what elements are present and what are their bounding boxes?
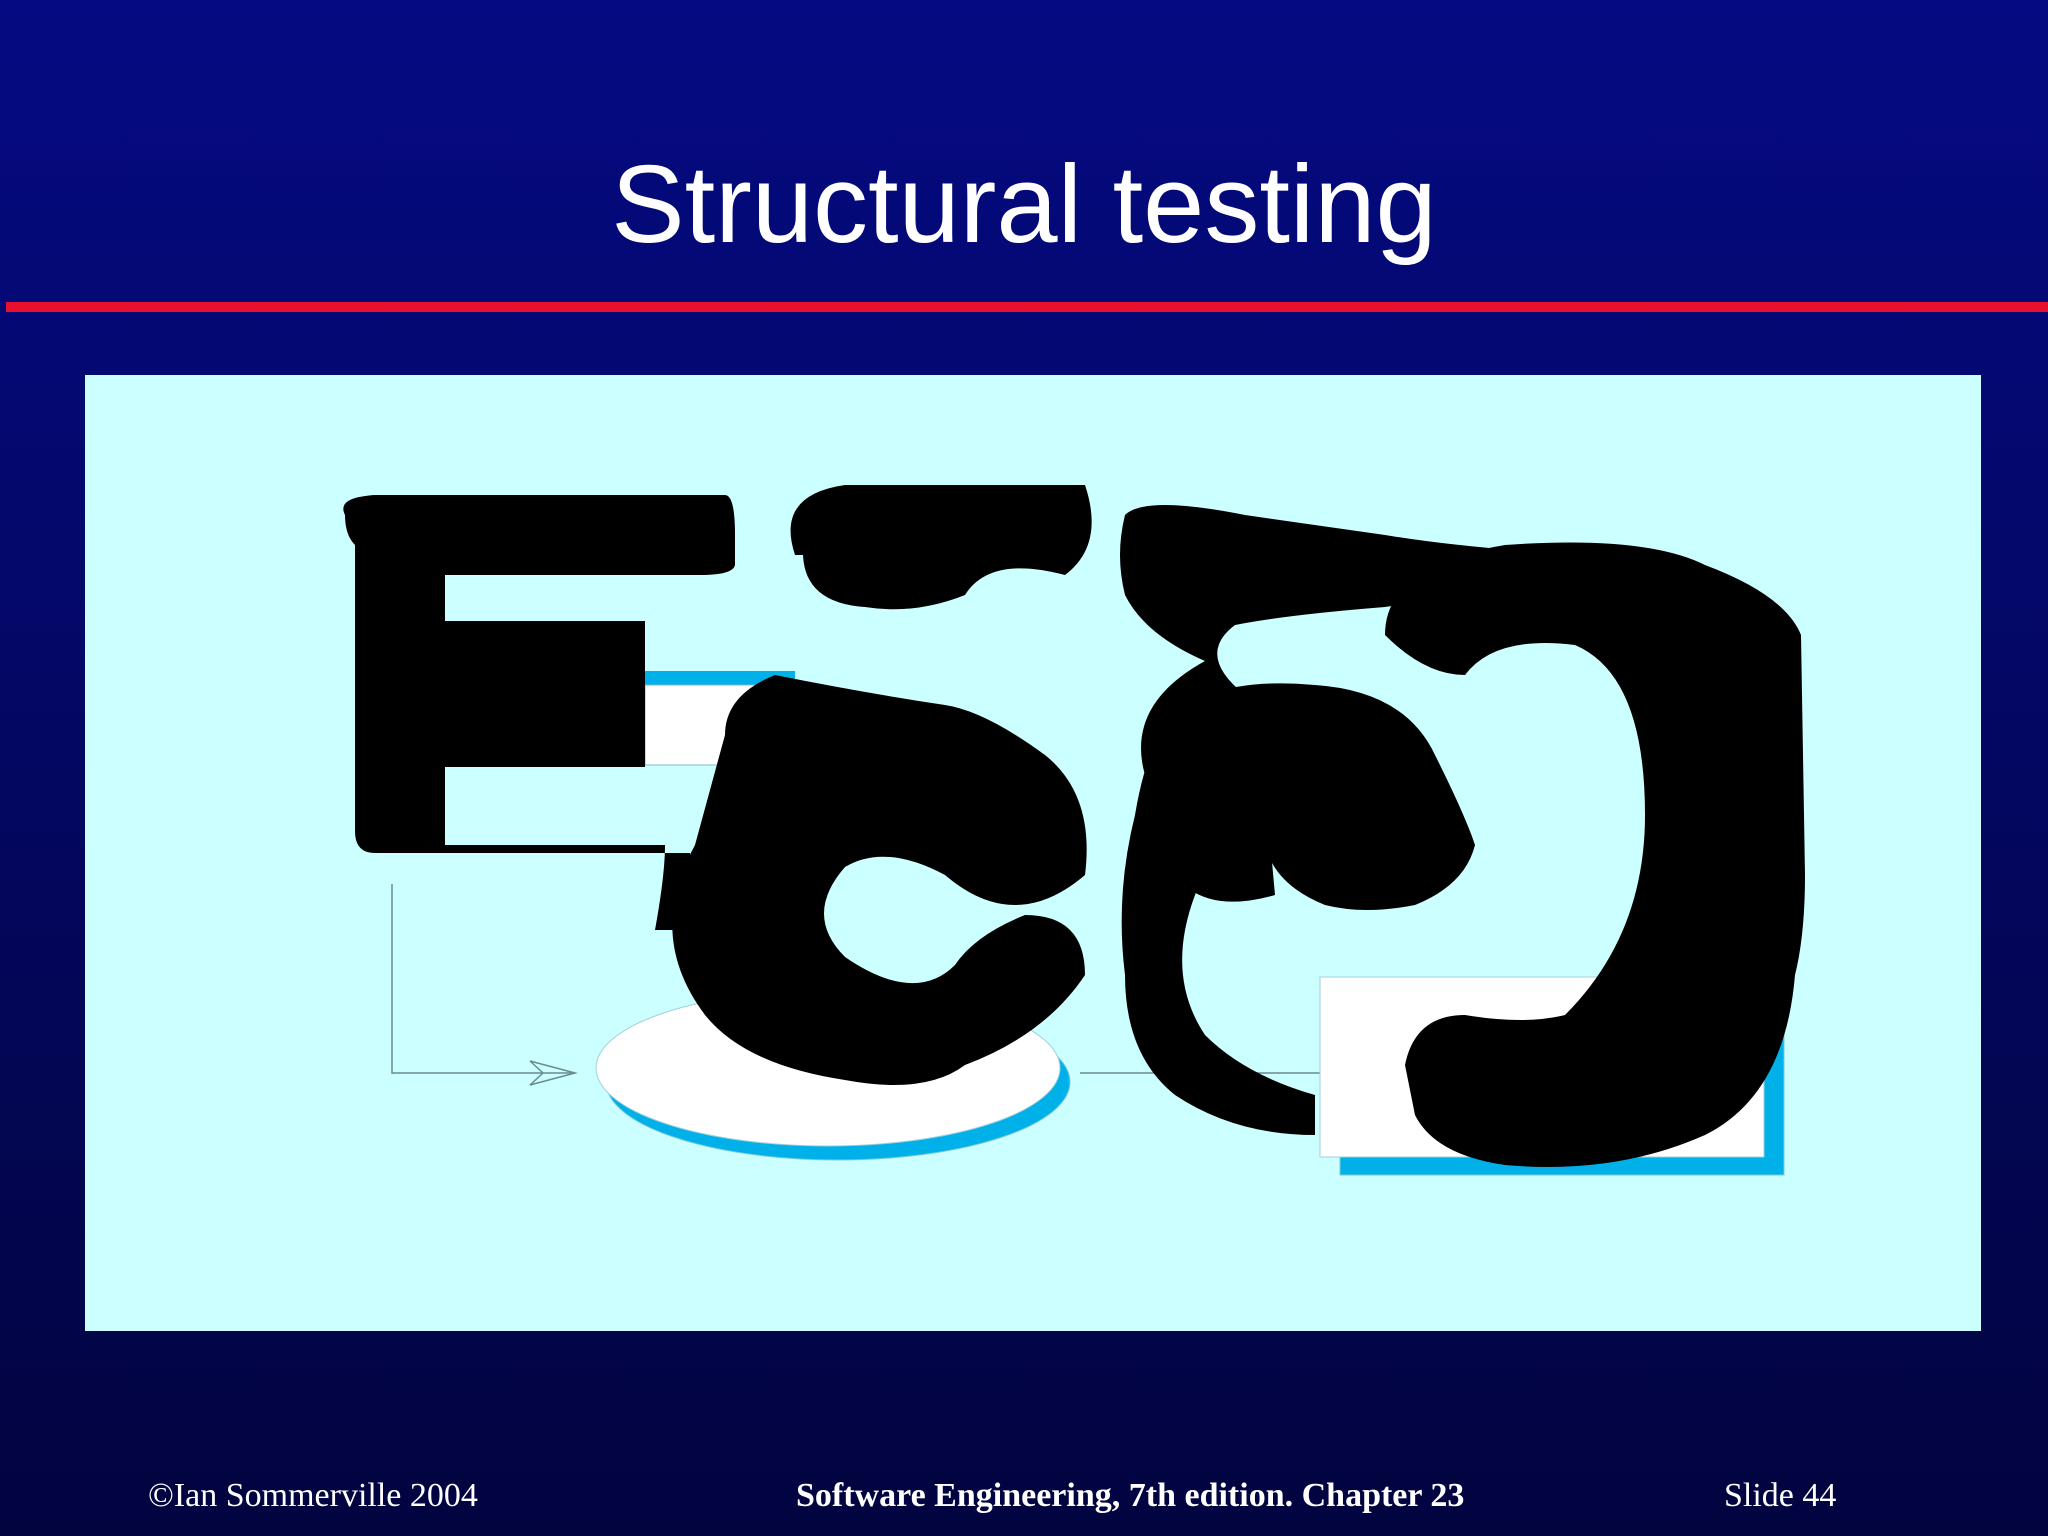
slide-title: Structural testing [611, 143, 1437, 266]
glyph-blob-e [343, 495, 735, 930]
diagram-panel [85, 375, 1981, 1331]
glyph-blob-o [1121, 542, 1805, 1167]
test-data-shadow [645, 671, 795, 685]
footer-slide-number: Slide 44 [1724, 1477, 1837, 1514]
footer-book-title: Software Engineering, 7th edition. Chapt… [796, 1477, 1465, 1514]
title-divider [6, 302, 2048, 312]
diagram-graphic [343, 485, 1805, 1176]
glyph-blob-c [672, 485, 1092, 1085]
footer-copyright: ©Ian Sommerville 2004 [148, 1477, 478, 1514]
arrow-head-left [529, 1060, 578, 1086]
flow-line-left [391, 884, 575, 1074]
